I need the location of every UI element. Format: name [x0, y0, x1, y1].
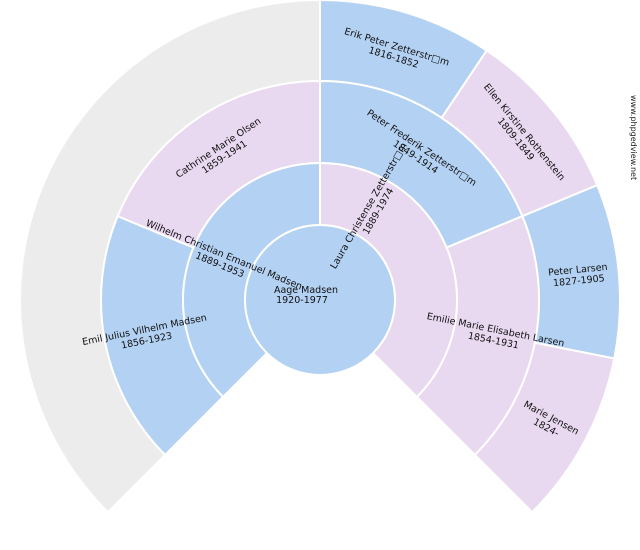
- label-peter-larsen: Peter Larsen 1827-1905: [548, 262, 608, 289]
- person-dates: 1827-1905: [553, 273, 606, 289]
- label-aage-madsen: Aage Madsen 1920-1977: [274, 285, 338, 306]
- watermark-text: www.phpgedview.net: [629, 95, 638, 181]
- segment-aage-madsen[interactable]: [244, 224, 396, 376]
- person-name: Aage Madsen: [274, 285, 338, 296]
- person-dates: 1920-1977: [276, 295, 328, 306]
